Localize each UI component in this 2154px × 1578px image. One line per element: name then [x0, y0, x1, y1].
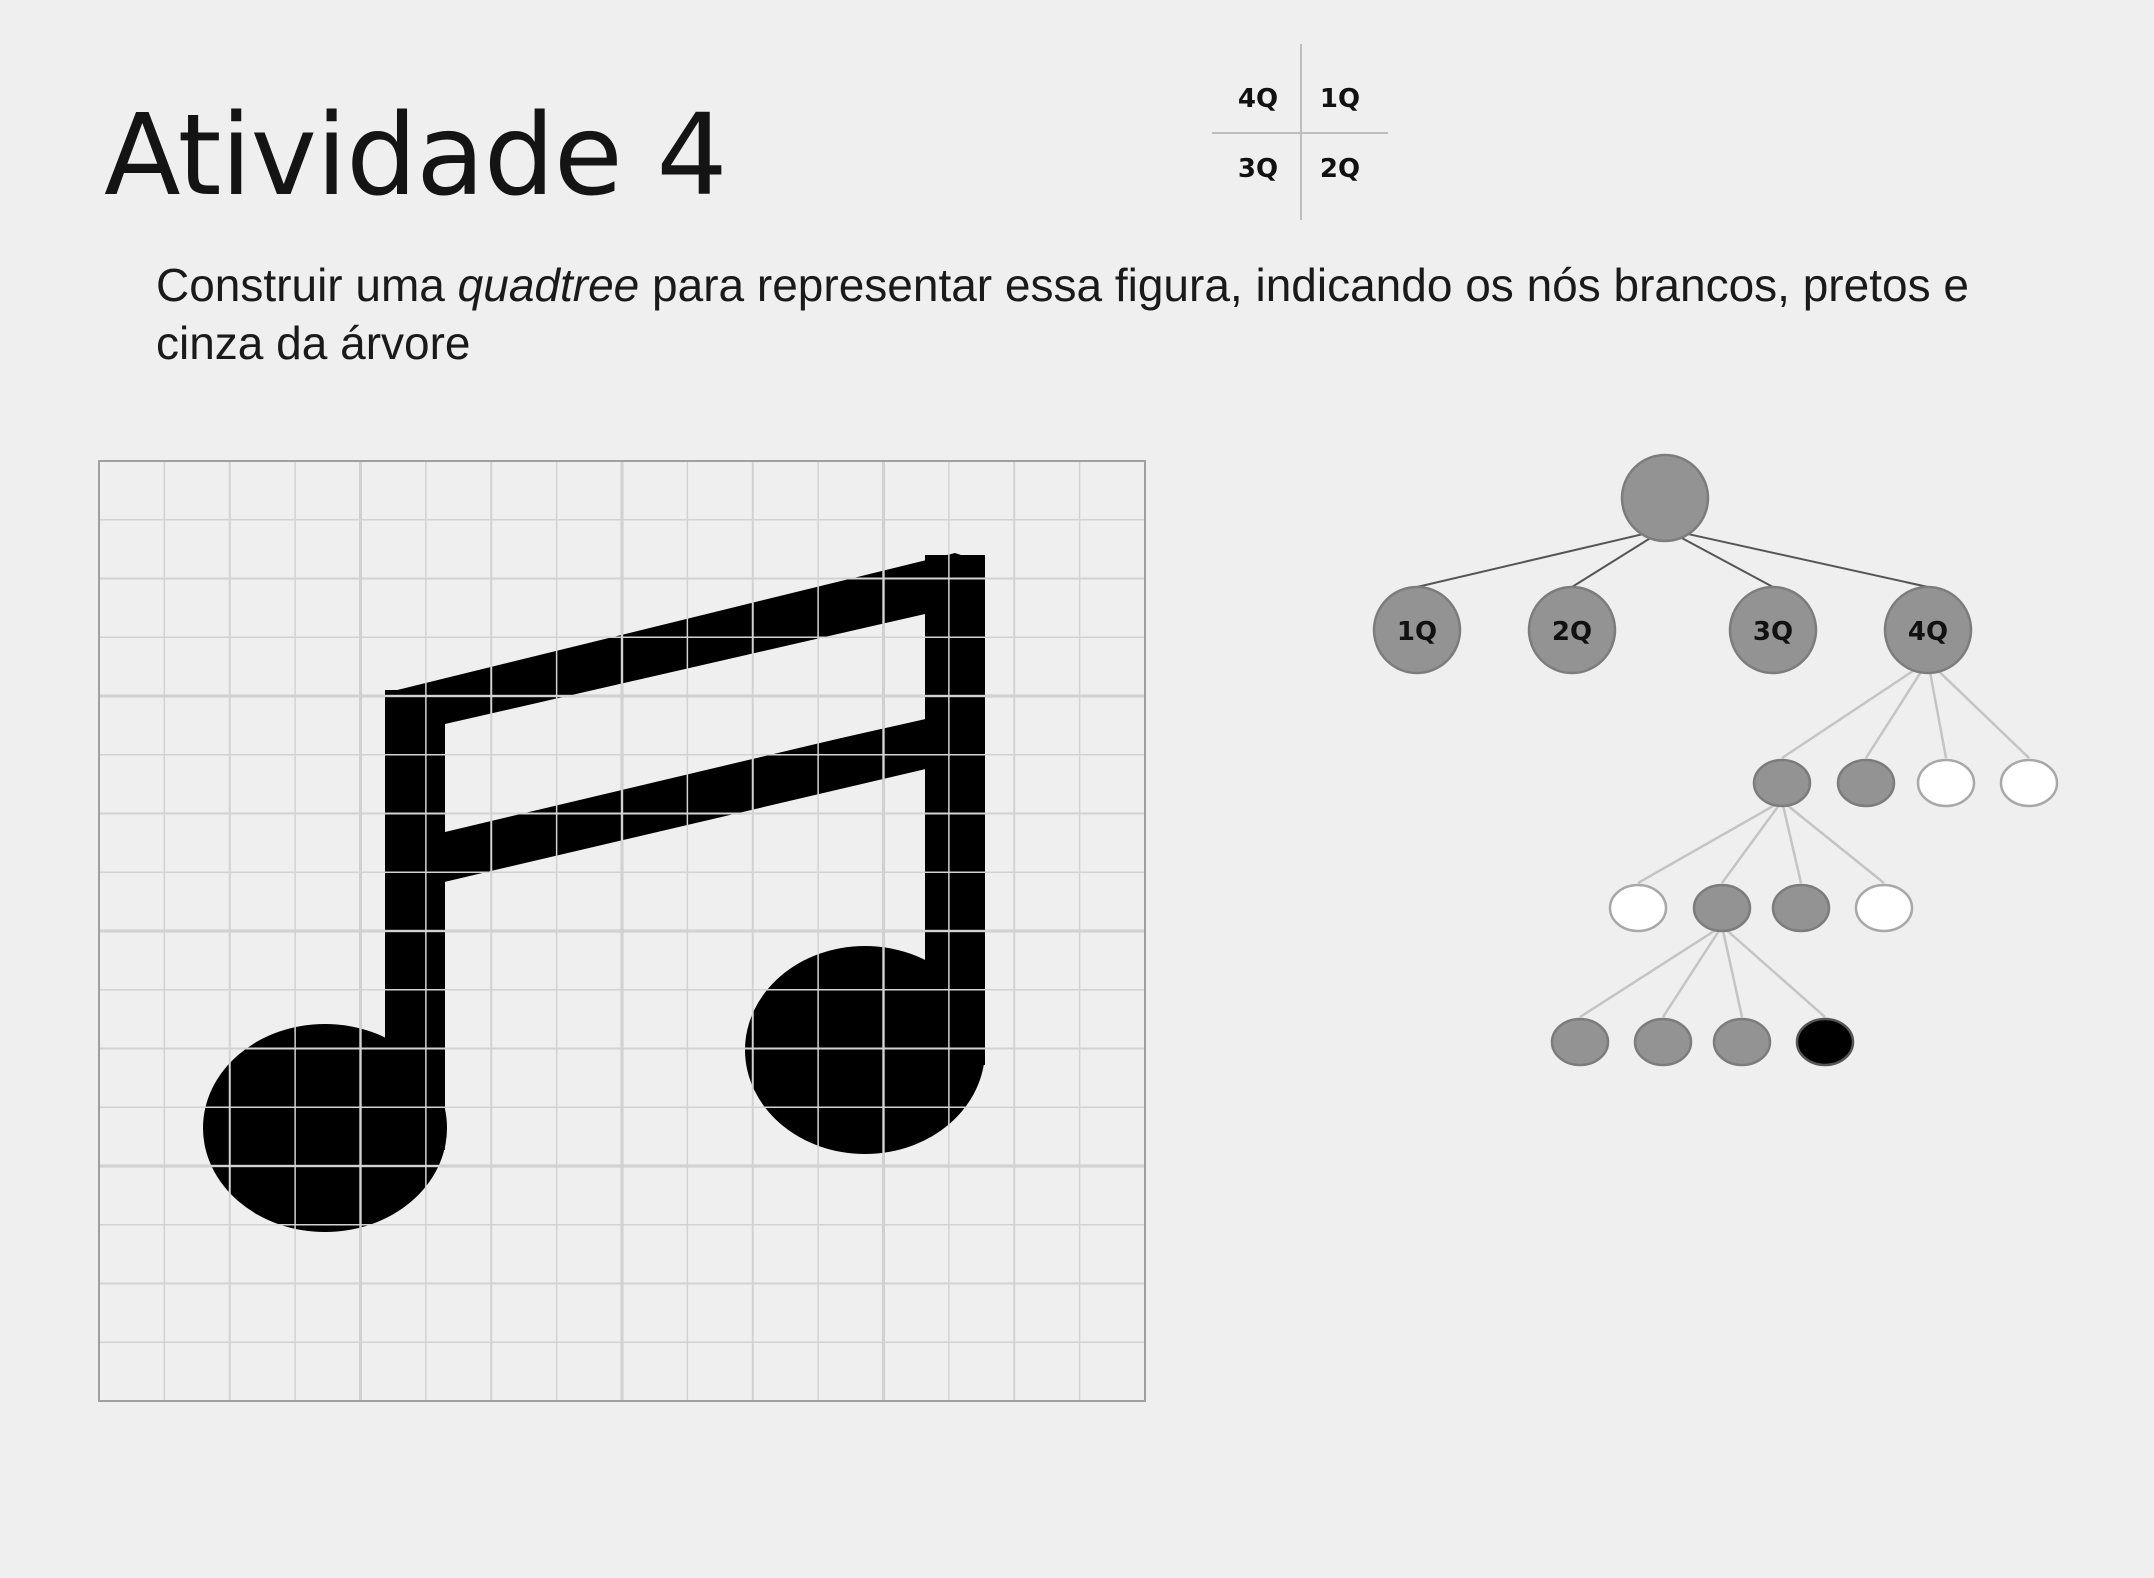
tree-edge [1661, 925, 1724, 1018]
tree-node-level4 [1550, 1017, 1610, 1067]
tree-node-label: 1Q [1397, 617, 1437, 647]
tree-edge [1416, 527, 1666, 588]
legend-horizontal-divider [1212, 132, 1388, 134]
tree-edge [1721, 925, 1826, 1018]
tree-node-level1 [1372, 585, 1462, 675]
tree-node-level4 [1633, 1017, 1693, 1067]
tree-node-level2 [1999, 758, 2059, 808]
tree-node-label: 3Q [1753, 617, 1793, 647]
legend-label-top-left: 4Q [1237, 84, 1279, 114]
tree-node-level2 [1752, 758, 1812, 808]
slide-title: Atividade 4 [104, 91, 728, 221]
instruction-emphasis: quadtree [457, 259, 640, 311]
tree-edge [1781, 800, 1885, 884]
quadrant-legend: 4Q 1Q 3Q 2Q [1212, 44, 1388, 220]
legend-label-top-right: 1Q [1319, 84, 1361, 114]
legend-label-bottom-right: 2Q [1319, 154, 1361, 184]
tree-node-level1 [1883, 585, 1973, 675]
tree-edge [1926, 660, 1948, 759]
tree-node-level1 [1527, 585, 1617, 675]
tree-edge [1579, 924, 1723, 1019]
grid-frame [98, 460, 1146, 1402]
tree-edge [1864, 660, 1930, 759]
tree-node-level1 [1728, 585, 1818, 675]
instruction-text-end: para representar essa figura, indicando … [156, 259, 1969, 369]
note-right-head [745, 946, 985, 1154]
tree-node-level3 [1771, 883, 1831, 933]
quadtree-grid-lines [99, 461, 1145, 1401]
tree-node-level2 [1836, 758, 1896, 808]
note-left-head [203, 1024, 447, 1232]
tree-root-node [1620, 453, 1710, 543]
tree-node-level3 [1692, 883, 1752, 933]
instruction-text-start: Construir uma [156, 259, 458, 311]
instruction-text: Construir uma quadtree para representar … [156, 256, 2056, 372]
tree-node-level4 [1795, 1017, 1855, 1067]
tree-edge [1637, 799, 1783, 885]
tree-edge [1781, 659, 1929, 760]
tree-node-level4 [1712, 1017, 1772, 1067]
tree-edge [1780, 800, 1803, 884]
quadtree-edges [1416, 527, 2030, 1019]
tree-edge [1720, 925, 1744, 1018]
tree-edge [1664, 527, 1929, 588]
quadtree-nodes: 1Q 2Q 3Q 4Q [1372, 453, 2059, 1067]
tree-node-level3 [1608, 883, 1668, 933]
tree-edge [1927, 660, 2030, 759]
note-lower-beam [440, 718, 930, 883]
legend-label-bottom-left: 3Q [1237, 154, 1279, 184]
tree-node-label: 4Q [1908, 617, 1948, 647]
tree-edge [1720, 800, 1784, 884]
tree-node-label: 2Q [1552, 617, 1592, 647]
tree-edge [1664, 528, 1774, 588]
tree-node-level3 [1854, 883, 1914, 933]
note-beam-window [445, 614, 925, 832]
tree-node-level2 [1916, 758, 1976, 808]
